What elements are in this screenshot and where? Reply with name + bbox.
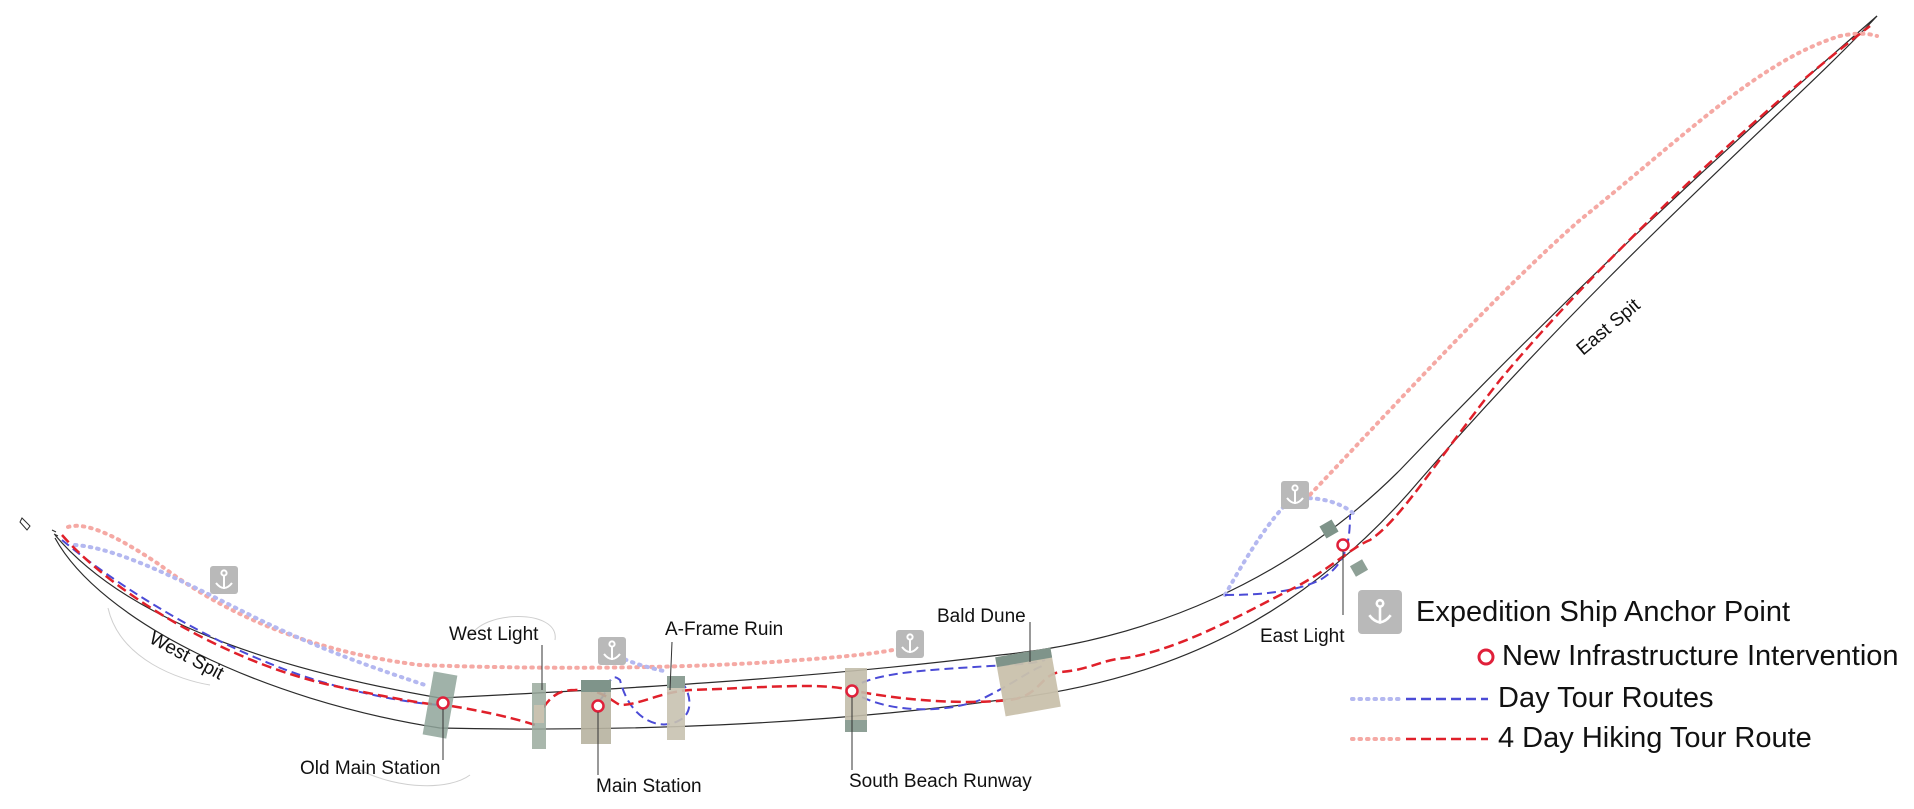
day-route-boat-east xyxy=(1223,496,1357,597)
site-photo-west-light xyxy=(532,683,546,749)
label-bald-dune: Bald Dune xyxy=(937,606,1026,627)
label-south-beach-runway: South Beach Runway xyxy=(849,771,1032,792)
legend-anchor: Expedition Ship Anchor Point xyxy=(1358,590,1790,634)
legend-day-tour-label: Day Tour Routes xyxy=(1498,682,1714,714)
intervention-marker-main-station xyxy=(591,699,605,713)
circle-marker-icon xyxy=(1477,648,1495,665)
label-east-spit: East Spit xyxy=(1573,294,1645,359)
anchor-icon xyxy=(210,566,238,594)
label-west-light: West Light xyxy=(449,624,539,645)
west-tip-rocks xyxy=(51,529,59,537)
day-route-boat-main xyxy=(610,650,670,674)
legend-infrastructure: New Infrastructure Intervention xyxy=(1476,640,1899,673)
hiking-route-boat-east xyxy=(1303,31,1879,502)
intervention-marker-south-beach-runway xyxy=(845,684,859,698)
intervention-marker-old-main-station xyxy=(436,696,450,710)
label-old-main-station: Old Main Station xyxy=(300,758,440,779)
anchor-icon xyxy=(1281,481,1309,509)
west-light-arc xyxy=(469,616,556,641)
offshore-rock xyxy=(19,517,31,531)
hiking-route-line-icon xyxy=(1350,736,1488,741)
anchor-icon xyxy=(896,630,924,658)
legend-day-tour: Day Tour Routes xyxy=(1350,682,1713,715)
legend-anchor-label: Expedition Ship Anchor Point xyxy=(1416,595,1791,628)
hiking-route-boat-west xyxy=(66,523,912,670)
old-main-station-arc xyxy=(359,769,471,787)
legend-hiking-tour: 4 Day Hiking Tour Route xyxy=(1350,722,1812,755)
site-photo-bald-dune xyxy=(995,647,1061,717)
day-route-boat-west xyxy=(73,543,427,687)
site-photo-a-frame-ruin xyxy=(667,676,685,740)
site-photo-east-light xyxy=(1319,519,1369,577)
anchor-icon xyxy=(1358,590,1402,634)
day-route-line-icon xyxy=(1350,696,1488,701)
day-tour-route xyxy=(61,539,446,706)
legend-infrastructure-label: New Infrastructure Intervention xyxy=(1502,640,1899,672)
leader-a-frame-ruin xyxy=(669,641,673,691)
label-east-light: East Light xyxy=(1260,626,1345,647)
site-photo-south-beach-runway xyxy=(845,668,867,732)
label-west-spit: West Spit xyxy=(146,628,228,685)
site-photo-main-station xyxy=(581,680,611,744)
west-spit-arc xyxy=(107,607,211,686)
anchor-icon xyxy=(598,637,626,665)
intervention-marker-east-light xyxy=(1336,538,1350,552)
label-a-frame-ruin: A-Frame Ruin xyxy=(665,619,783,640)
label-main-station: Main Station xyxy=(596,776,702,797)
legend-hiking-tour-label: 4 Day Hiking Tour Route xyxy=(1498,722,1812,754)
